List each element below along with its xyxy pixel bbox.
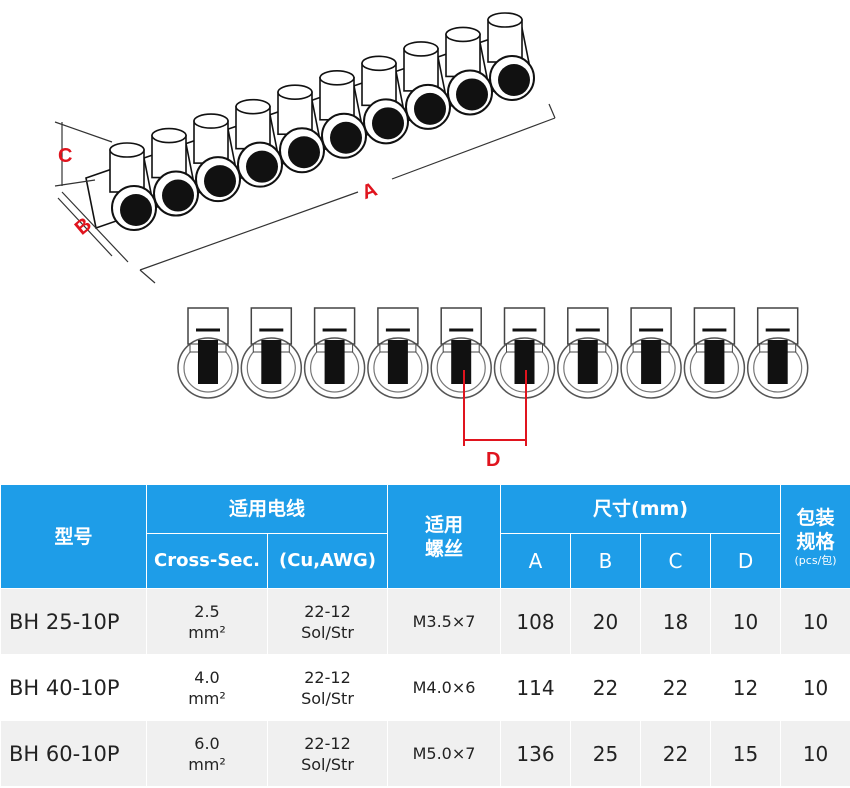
cell-awg-range: 22-12	[304, 667, 351, 687]
cell-d: 10	[710, 588, 782, 655]
terminal-unit-front	[240, 307, 303, 399]
isometric-terminal-strip	[85, 12, 535, 231]
cell-model: BH 25-10P	[0, 588, 147, 655]
header-pack-line1: 包装	[796, 506, 835, 529]
terminal-unit-front	[746, 307, 809, 399]
table-header-row-2: Cross-Sec. (Cu,AWG) A B C D	[1, 533, 850, 589]
cell-awg-range: 22-12	[304, 733, 351, 753]
terminal-unit-front	[557, 307, 619, 399]
terminal-unit-front	[430, 307, 492, 399]
table-header-row-1: 型号 适用电线 适用 螺丝 尺寸(mm) 包装 规格 (pcs/包)	[0, 484, 850, 589]
terminal-unit-front	[303, 307, 366, 399]
terminal-unit	[85, 142, 157, 231]
cell-screw: M3.5×7	[387, 588, 502, 655]
isometric-dimension-lines	[54, 103, 556, 284]
header-size: 尺寸(mm)	[500, 484, 782, 534]
cell-cross-value: 4.0	[194, 667, 220, 687]
cell-pack: 10	[780, 720, 850, 787]
cell-awg: 22-12 Sol/Str	[266, 654, 389, 721]
cell-b: 22	[570, 654, 642, 721]
header-wire: 适用电线	[145, 484, 389, 534]
terminal-unit-front	[493, 307, 556, 399]
table-row: BH 60-10P 6.0 mm² 22-12 Sol/Str M5.0×7 1…	[0, 720, 850, 787]
cell-cross-unit: mm²	[188, 754, 226, 774]
dimension-label-d: D	[486, 449, 500, 471]
header-cu-awg: (Cu,AWG)	[266, 533, 389, 589]
cell-awg-type: Sol/Str	[301, 754, 354, 774]
cell-c: 18	[640, 588, 712, 655]
header-screw-line1: 适用	[425, 513, 464, 536]
cell-cross-value: 2.5	[194, 601, 220, 621]
header-screw-line2: 螺丝	[425, 537, 464, 560]
header-screw: 适用 螺丝	[387, 484, 502, 589]
header-c: C	[640, 533, 712, 589]
cell-a: 108	[500, 588, 572, 655]
table-row: BH 40-10P 4.0 mm² 22-12 Sol/Str M4.0×6 1…	[0, 654, 850, 721]
header-a: A	[500, 533, 572, 589]
header-d: D	[710, 533, 782, 589]
cell-awg-type: Sol/Str	[301, 622, 354, 642]
table-row: BH 25-10P 2.5 mm² 22-12 Sol/Str M3.5×7 1…	[0, 588, 850, 655]
cell-d: 12	[710, 654, 782, 721]
terminal-unit	[421, 26, 493, 116]
dimension-label-a: A	[359, 178, 380, 204]
terminal-unit-front	[367, 307, 429, 399]
cell-cross-sec: 2.5 mm²	[146, 588, 268, 655]
cell-screw: M5.0×7	[387, 720, 502, 787]
terminal-unit-front	[177, 307, 239, 399]
cell-c: 22	[640, 654, 712, 721]
header-cross-sec: Cross-Sec.	[146, 533, 268, 589]
terminal-unit-front	[620, 307, 682, 399]
cell-d: 15	[710, 720, 782, 787]
cell-cross-sec: 4.0 mm²	[146, 654, 268, 721]
cell-awg-range: 22-12	[304, 601, 351, 621]
cell-a: 114	[500, 654, 572, 721]
header-b: B	[570, 533, 642, 589]
cell-cross-value: 6.0	[194, 733, 220, 753]
dimension-d-marker	[463, 370, 527, 446]
cell-pack: 10	[780, 588, 850, 655]
header-model: 型号	[0, 484, 147, 589]
cell-pack: 10	[780, 654, 850, 721]
specification-table: 型号 适用电线 适用 螺丝 尺寸(mm) 包装 规格 (pcs/包) Cross…	[0, 484, 850, 787]
terminal-unit-front	[683, 307, 746, 399]
cell-cross-unit: mm²	[188, 688, 226, 708]
cell-awg-type: Sol/Str	[301, 688, 354, 708]
cell-awg: 22-12 Sol/Str	[266, 588, 389, 655]
cell-cross-sec: 6.0 mm²	[146, 720, 268, 787]
header-pack: 包装 规格 (pcs/包)	[780, 484, 850, 589]
cell-screw: M4.0×6	[387, 654, 502, 721]
cell-model: BH 60-10P	[0, 720, 147, 787]
header-pack-line2: 规格	[796, 530, 835, 553]
dimension-label-c: C	[58, 145, 72, 167]
cell-c: 22	[640, 720, 712, 787]
cell-b: 20	[570, 588, 642, 655]
cell-cross-unit: mm²	[188, 622, 226, 642]
cell-awg: 22-12 Sol/Str	[266, 720, 389, 787]
product-drawing: C B A D	[54, 12, 809, 471]
header-pack-unit: (pcs/包)	[794, 553, 837, 567]
front-view-terminal-strip	[177, 307, 809, 399]
cell-a: 136	[500, 720, 572, 787]
cell-b: 25	[570, 720, 642, 787]
cell-model: BH 40-10P	[0, 654, 147, 721]
